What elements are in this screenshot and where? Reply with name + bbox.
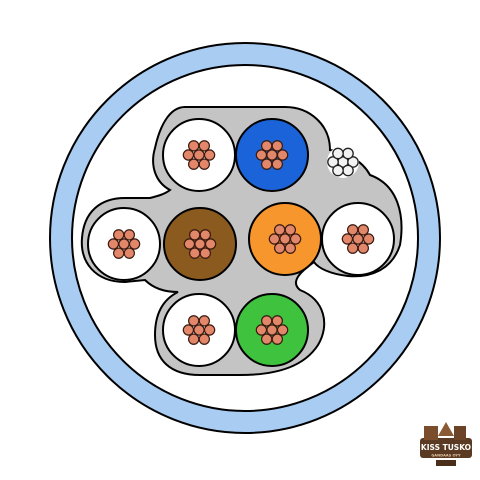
brown-pair-conductor-brown	[163, 207, 237, 281]
conductors-layer	[87, 118, 395, 367]
orange-pair-conductor-white	[321, 202, 395, 276]
brown-pair-conductor-white	[87, 207, 161, 281]
kiss-tusko-logo: KISS TUSKO GANDAAS OYY	[420, 422, 472, 466]
blue-pair-conductor-blue	[235, 118, 309, 192]
blue-pair-conductor-white	[162, 118, 236, 192]
green-pair-conductor-green	[235, 293, 309, 367]
orange-pair-conductor-orange	[248, 202, 322, 276]
logo-subtext: GANDAAS OYY	[431, 454, 461, 458]
pair-separator	[80, 106, 403, 376]
filler-strand-bundle	[327, 146, 359, 178]
green-pair-conductor-white	[162, 293, 236, 367]
logo-text: KISS TUSKO	[421, 443, 471, 452]
